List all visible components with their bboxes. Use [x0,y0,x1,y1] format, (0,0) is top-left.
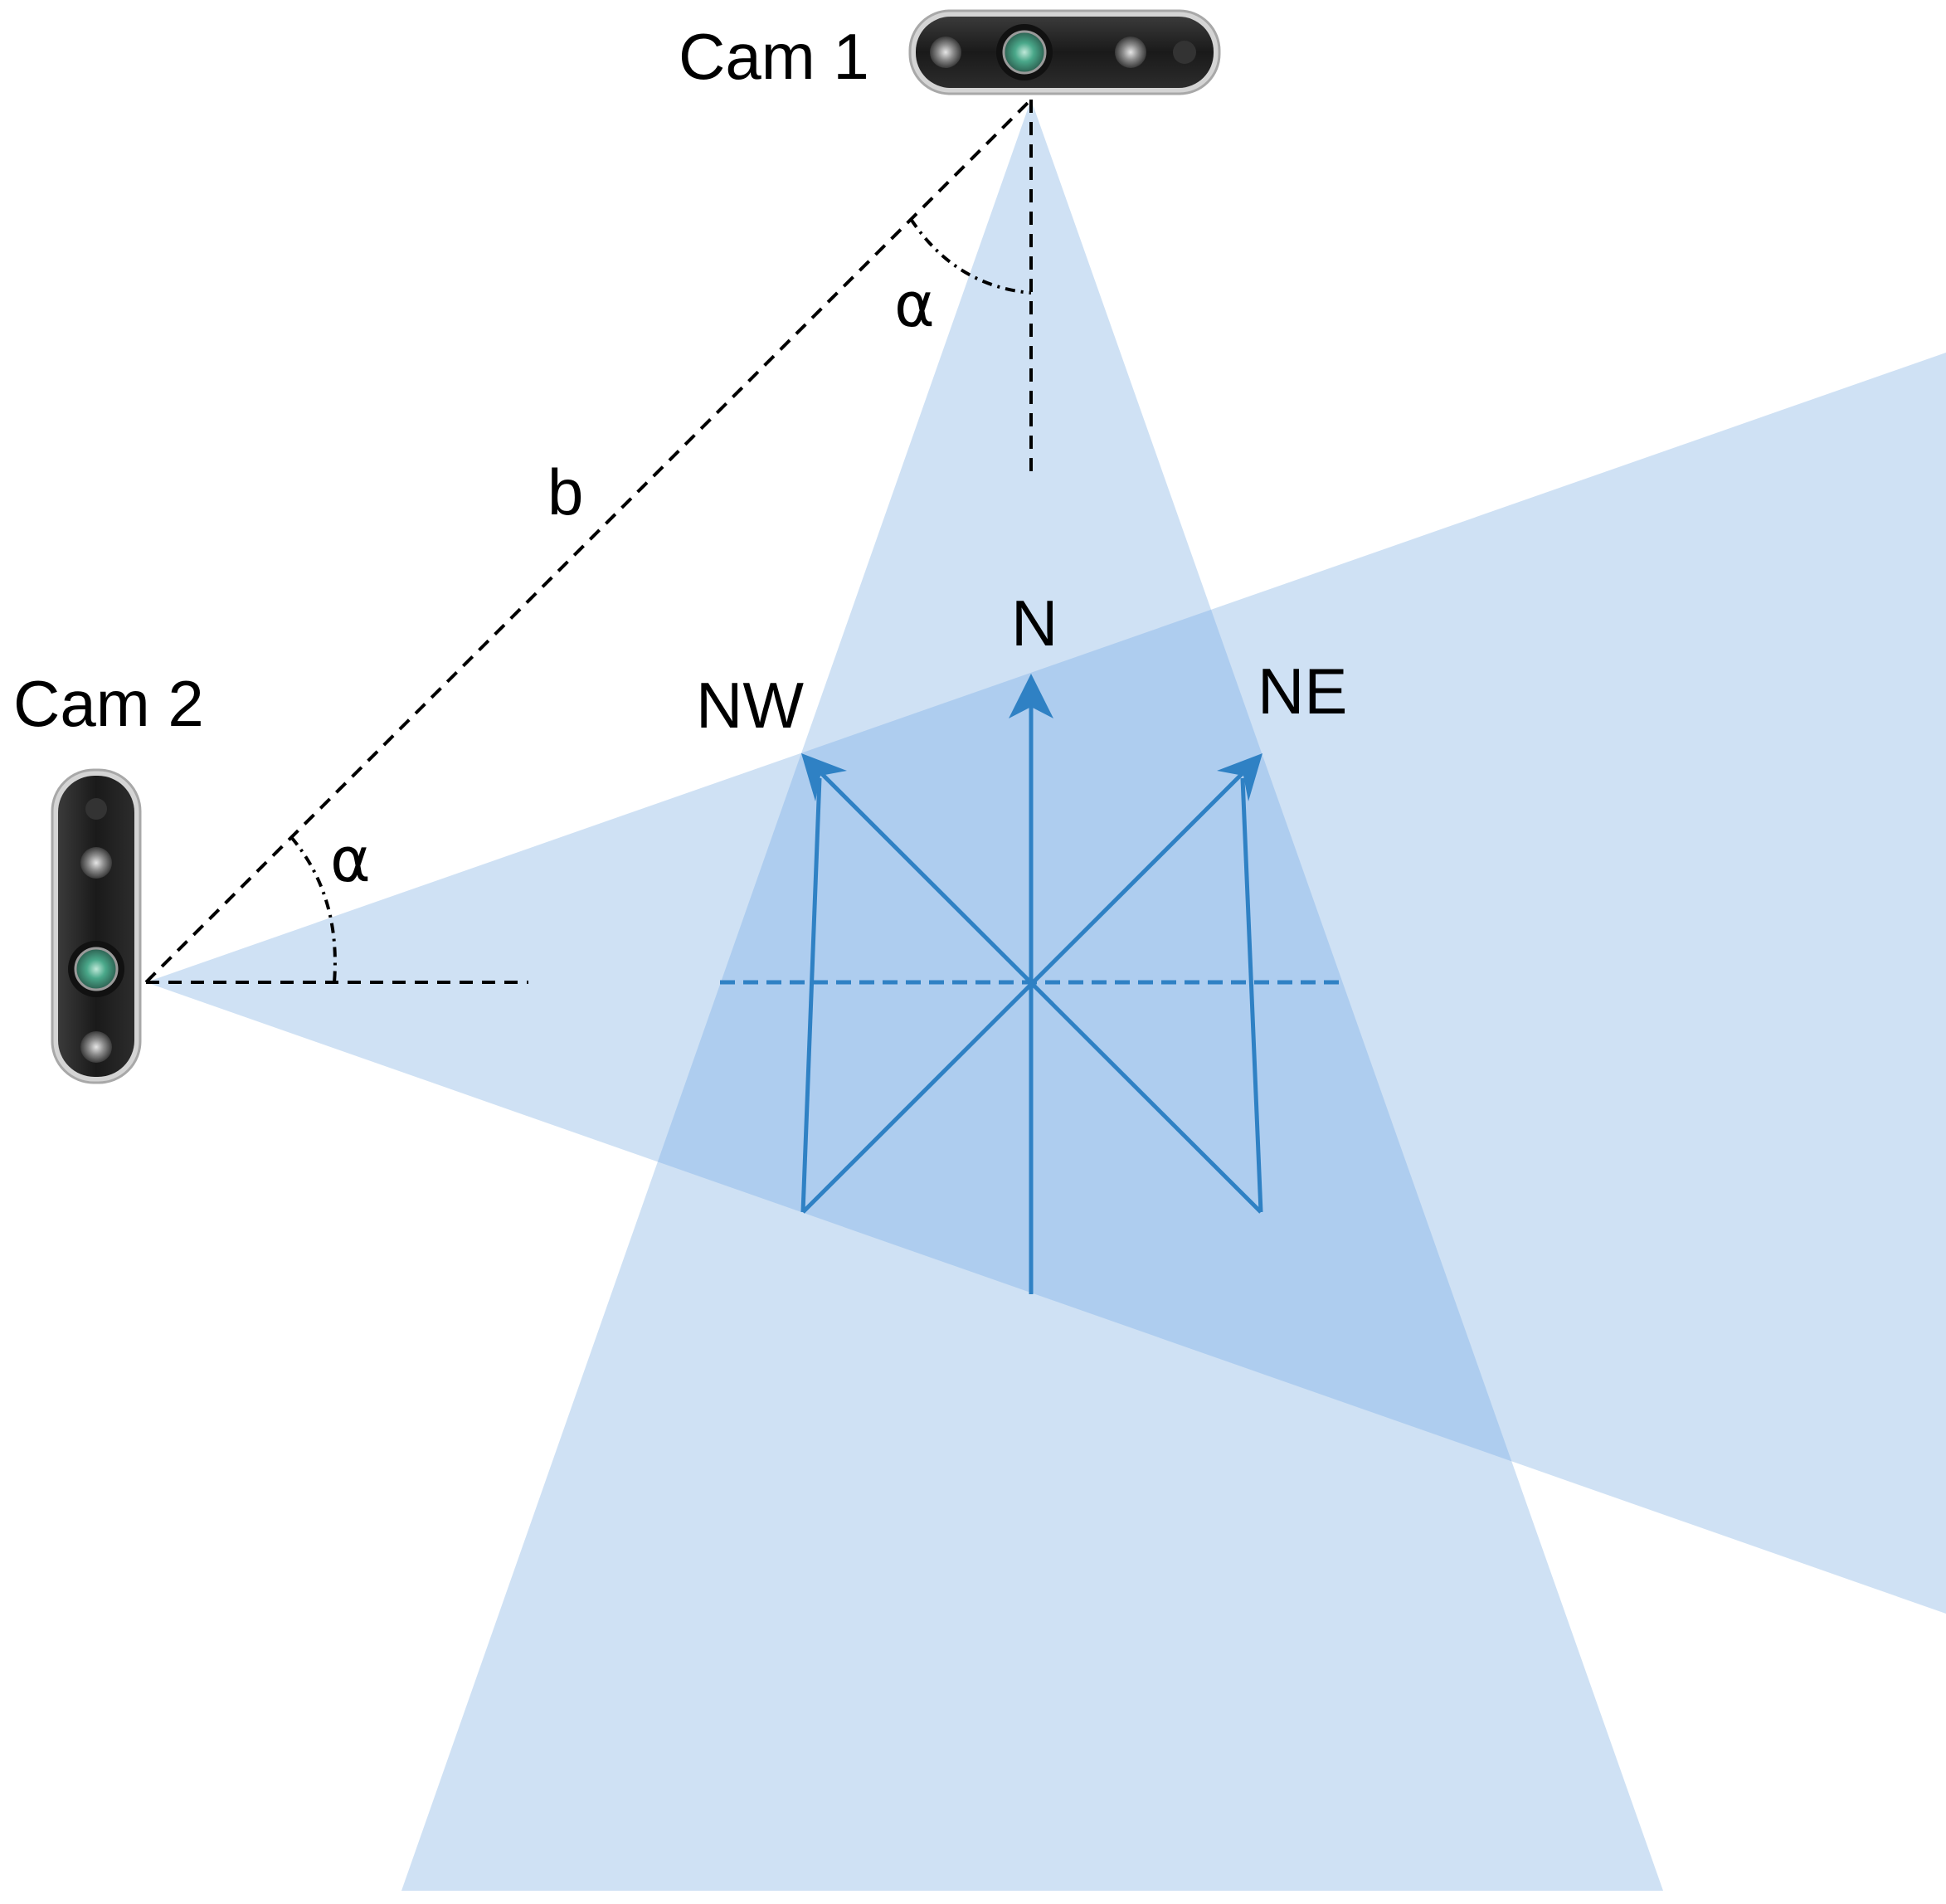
north-east-label: NE [1258,655,1347,728]
cam2-label: Cam 2 [13,667,204,740]
northwest-arrow-shaft [800,777,822,1213]
northeast-arrow-shaft [1240,777,1263,1213]
north-arrow-head [1009,674,1053,718]
cam2-alpha-arc [289,835,337,983]
northeast-arrow-head [1217,753,1262,801]
cam1-label: Cam 1 [679,20,869,93]
cam1-depth-camera-icon [908,9,1221,95]
arrow-heads [801,674,1262,801]
cam2-alpha-label: α [330,825,371,896]
cam1-alpha-arc [909,217,1032,295]
north-label: N [1011,587,1058,660]
baseline-b-label: b [547,455,583,528]
northeast-diagonal [801,770,1246,1214]
northwest-arrow-head [801,753,847,801]
north-west-label: NW [696,669,804,742]
baseline-b-line [144,98,1033,984]
cam1-alpha-label: α [894,270,935,341]
construction-lines [144,98,1033,984]
cam2-depth-camera-icon [51,768,142,1084]
northwest-diagonal [818,770,1262,1214]
direction-arrows-diagonal [801,770,1262,1214]
